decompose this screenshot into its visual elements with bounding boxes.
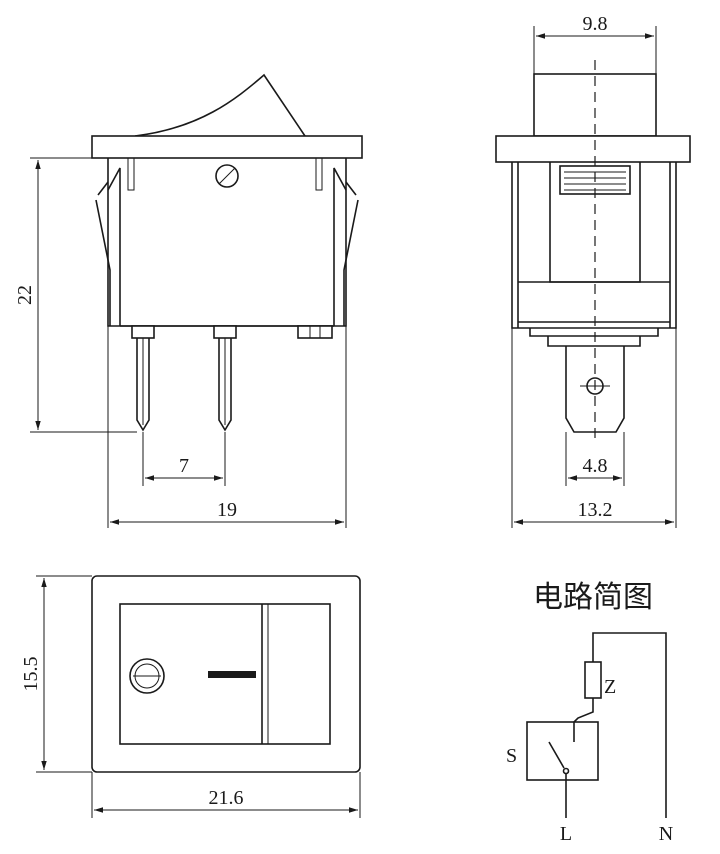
circuit-title: 电路简图 [533,580,653,615]
pin-base-middle [213,325,237,339]
pin-middle [218,338,232,432]
pin-base-right [297,325,333,339]
dim-pin-spacing: 7 [179,455,189,477]
side-housing [511,162,677,329]
resistor-z [584,661,602,699]
front-view: 22 7 19 [14,73,363,528]
dim-top-height: 15.5 [20,657,42,692]
top-rocker [119,603,331,745]
switch-blade [548,741,565,769]
front-flange [91,135,363,159]
dim-side-width: 13.2 [578,499,613,521]
label-l: L [560,823,572,845]
screw-icon [215,164,239,188]
top-view: 15.5 21.6 [20,575,361,818]
switch-box [526,721,599,781]
dim-actuator-width: 9.8 [583,13,608,35]
circuit-diagram: 电路简图 Z S L N [506,580,673,845]
dim-top-width: 21.6 [209,787,244,809]
label-n: N [659,823,673,845]
label-s: S [506,745,517,767]
side-flange [495,135,691,163]
pin-base-left [131,325,155,339]
off-circle-icon [129,658,165,694]
side-view: 9.8 4.8 13.2 [495,13,691,528]
rocker-actuator [134,73,306,137]
label-z: Z [604,676,616,698]
pin-left [136,338,150,432]
dim-front-height: 22 [14,285,36,305]
dim-front-width: 19 [217,499,237,521]
on-bar-icon [208,671,256,678]
front-housing [107,158,347,327]
dim-tab-width: 4.8 [583,455,608,477]
